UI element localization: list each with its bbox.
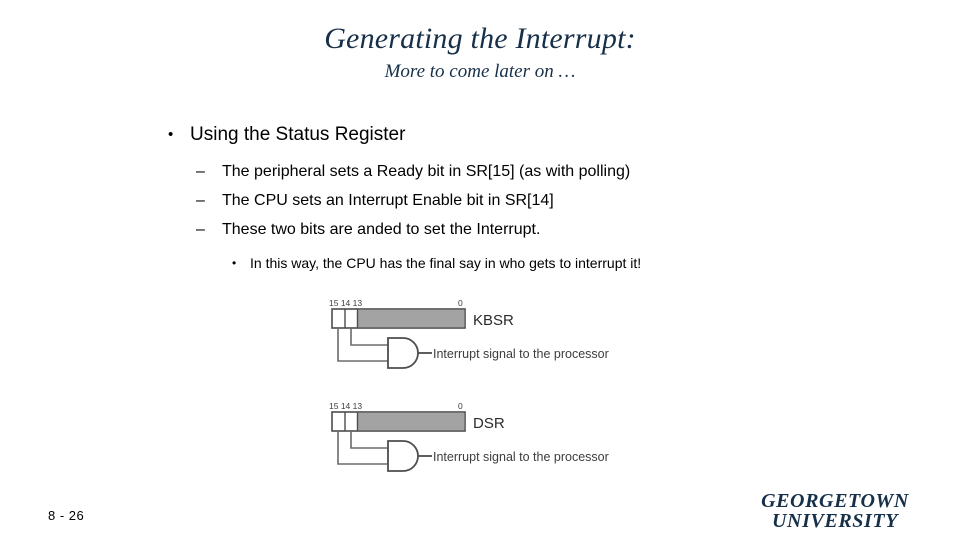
- bullet-marker-icon: •: [232, 256, 237, 270]
- body-content: • Using the Status Register – The periph…: [0, 122, 960, 273]
- page-number: 8 - 26: [48, 508, 85, 523]
- wire-bit15: [337, 431, 388, 465]
- bit-labels-left: 15 14 13: [329, 298, 362, 308]
- bullet-level2-text: The CPU sets an Interrupt Enable bit in …: [222, 192, 554, 209]
- bullet-level2-text: These two bits are anded to set the Inte…: [222, 221, 541, 238]
- register-gray-field: [357, 310, 465, 327]
- bullet-level2: – The CPU sets an Interrupt Enable bit i…: [196, 189, 960, 213]
- output-signal-label: Interrupt signal to the processor: [433, 450, 609, 464]
- diagram-dsr: 15 14 13 0 DSR Interrupt signal to the p…: [325, 399, 635, 482]
- output-signal-label: Interrupt signal to the processor: [433, 347, 609, 361]
- dash-marker-icon: –: [196, 163, 205, 180]
- dash-marker-icon: –: [196, 221, 205, 238]
- wire-bit14: [350, 328, 388, 346]
- georgetown-university-logo: GEORGETOWN UNIVERSITY: [742, 491, 928, 532]
- bullet-level3-text: In this way, the CPU has the final say i…: [250, 255, 642, 271]
- dsr-svg: 15 14 13 0 DSR Interrupt signal to the p…: [329, 401, 609, 472]
- dash-marker-icon: –: [196, 192, 205, 209]
- bullet-level2: – These two bits are anded to set the In…: [196, 218, 960, 242]
- diagram-kbsr: 15 14 13 0 KBSR Interrupt signal to the …: [325, 296, 635, 379]
- bullet-level2-group: – The peripheral sets a Ready bit in SR[…: [0, 160, 960, 242]
- bullet-level3-group: • In this way, the CPU has the final say…: [0, 253, 960, 273]
- bullet-level3: • In this way, the CPU has the final say…: [232, 253, 960, 273]
- logo-line-georgetown: GEORGETOWN: [761, 490, 909, 512]
- bullet-level1-text: Using the Status Register: [190, 124, 406, 145]
- wire-bit14: [350, 431, 388, 449]
- bullet-level2-text: The peripheral sets a Ready bit in SR[15…: [222, 163, 631, 180]
- page-subtitle: More to come later on …: [384, 61, 576, 82]
- bit-label-right: 0: [458, 298, 463, 308]
- bit-label-right: 0: [458, 401, 463, 411]
- and-gate-icon: [387, 337, 419, 369]
- wire-bit15: [337, 328, 388, 362]
- kbsr-svg: 15 14 13 0 KBSR Interrupt signal to the …: [329, 298, 609, 369]
- and-gate-icon: [387, 440, 419, 472]
- title-block: Generating the Interrupt: More to come l…: [0, 22, 960, 84]
- register-gray-field: [357, 413, 465, 430]
- bullet-level2: – The peripheral sets a Ready bit in SR[…: [196, 160, 960, 184]
- bullet-marker-icon: •: [168, 126, 174, 143]
- bit-labels-left: 15 14 13: [329, 401, 362, 411]
- page-title: Generating the Interrupt:: [324, 22, 636, 55]
- logo-line-university: UNIVERSITY: [771, 510, 899, 533]
- register-name-label: DSR: [473, 415, 505, 432]
- bullet-level1: • Using the Status Register: [168, 122, 960, 148]
- register-name-label: KBSR: [473, 312, 514, 329]
